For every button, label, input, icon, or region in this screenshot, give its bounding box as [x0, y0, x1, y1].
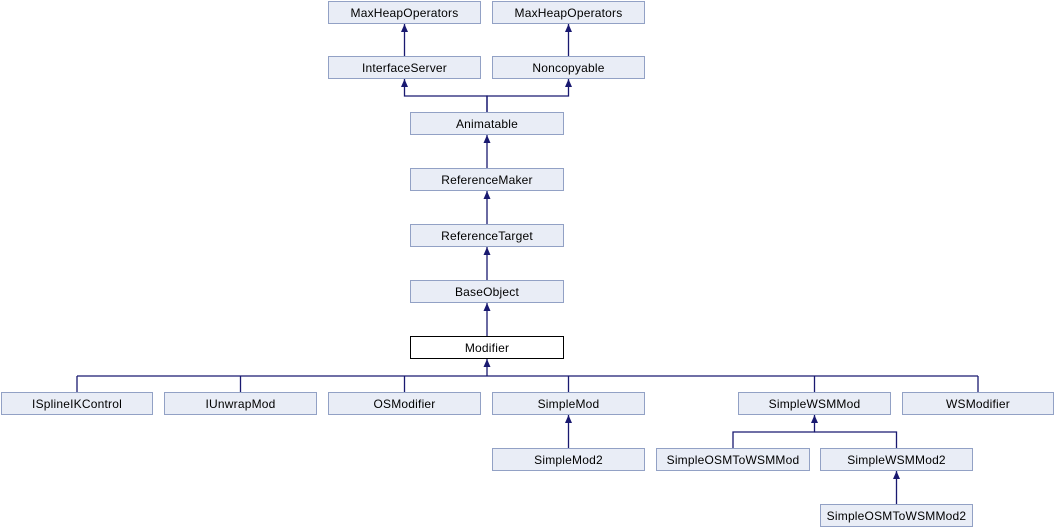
- class-node-simplemod2[interactable]: SimpleMod2: [492, 448, 645, 471]
- class-node-label: OSModifier: [373, 396, 436, 411]
- arrowhead-up-icon: [483, 247, 491, 255]
- class-node-iunwrapmod[interactable]: IUnwrapMod: [164, 392, 317, 415]
- class-node-simplemod[interactable]: SimpleMod: [492, 392, 645, 415]
- arrowhead-up-icon: [401, 79, 408, 87]
- class-node-label: ISplineIKControl: [32, 396, 122, 411]
- class-node-label: WSModifier: [945, 396, 1010, 411]
- class-node-referencetarget[interactable]: ReferenceTarget: [410, 224, 564, 247]
- class-node-simpleosmtowsmmod2[interactable]: SimpleOSMToWSMMod2: [820, 504, 973, 527]
- arrowhead-up-icon: [483, 303, 491, 311]
- class-node-label: ReferenceTarget: [441, 228, 533, 243]
- class-node-label: SimpleOSMToWSMMod: [666, 452, 800, 467]
- arrowhead-up-icon: [893, 471, 900, 479]
- class-node-interfaceserver[interactable]: InterfaceServer: [328, 56, 481, 79]
- inheritance-edge: [732, 415, 816, 448]
- class-node-label: Noncopyable: [532, 60, 605, 75]
- class-node-label: ReferenceMaker: [441, 172, 533, 187]
- arrowhead-up-icon: [811, 415, 818, 423]
- class-node-label: IUnwrapMod: [205, 396, 276, 411]
- class-node-label: SimpleWSMMod: [768, 396, 861, 411]
- class-node-simplewsmmod[interactable]: SimpleWSMMod: [738, 392, 891, 415]
- class-node-label: BaseObject: [454, 284, 520, 299]
- class-node-maxheapoperators-1[interactable]: MaxHeapOperators: [328, 1, 481, 24]
- class-node-label: SimpleMod: [537, 396, 600, 411]
- class-node-label: SimpleMod2: [534, 452, 603, 467]
- class-node-label: Animatable: [455, 116, 519, 131]
- arrowhead-up-icon: [483, 135, 491, 143]
- class-node-referencemaker[interactable]: ReferenceMaker: [410, 168, 564, 191]
- arrowhead-up-icon: [565, 415, 572, 423]
- class-node-modifier: Modifier: [410, 336, 564, 359]
- class-node-label: Modifier: [464, 340, 510, 355]
- class-node-label: MaxHeapOperators: [350, 5, 459, 20]
- inheritance-edge: [814, 431, 898, 448]
- class-node-isplineikcontrol[interactable]: ISplineIKControl: [1, 392, 153, 415]
- class-node-label: InterfaceServer: [361, 60, 448, 75]
- class-node-osmodifier[interactable]: OSModifier: [328, 392, 481, 415]
- arrowhead-up-icon: [565, 24, 572, 32]
- inheritance-edge: [403, 79, 488, 112]
- inheritance-edge: [486, 79, 570, 112]
- class-node-baseobject[interactable]: BaseObject: [410, 280, 564, 303]
- class-node-label: SimpleOSMToWSMMod2: [826, 508, 967, 523]
- class-node-simplewsmmod2[interactable]: SimpleWSMMod2: [820, 448, 973, 471]
- class-node-animatable[interactable]: Animatable: [410, 112, 564, 135]
- class-node-wsmodifier[interactable]: WSModifier: [902, 392, 1054, 415]
- class-node-noncopyable[interactable]: Noncopyable: [492, 56, 645, 79]
- arrowhead-up-icon: [401, 24, 408, 32]
- class-node-label: SimpleWSMMod2: [847, 452, 946, 467]
- arrowhead-up-icon: [565, 79, 572, 87]
- arrowhead-up-icon: [483, 359, 491, 367]
- class-node-label: MaxHeapOperators: [514, 5, 623, 20]
- class-node-maxheapoperators-2[interactable]: MaxHeapOperators: [492, 1, 645, 24]
- class-node-simpleosmtowsmmod[interactable]: SimpleOSMToWSMMod: [656, 448, 810, 471]
- arrowhead-up-icon: [483, 191, 491, 199]
